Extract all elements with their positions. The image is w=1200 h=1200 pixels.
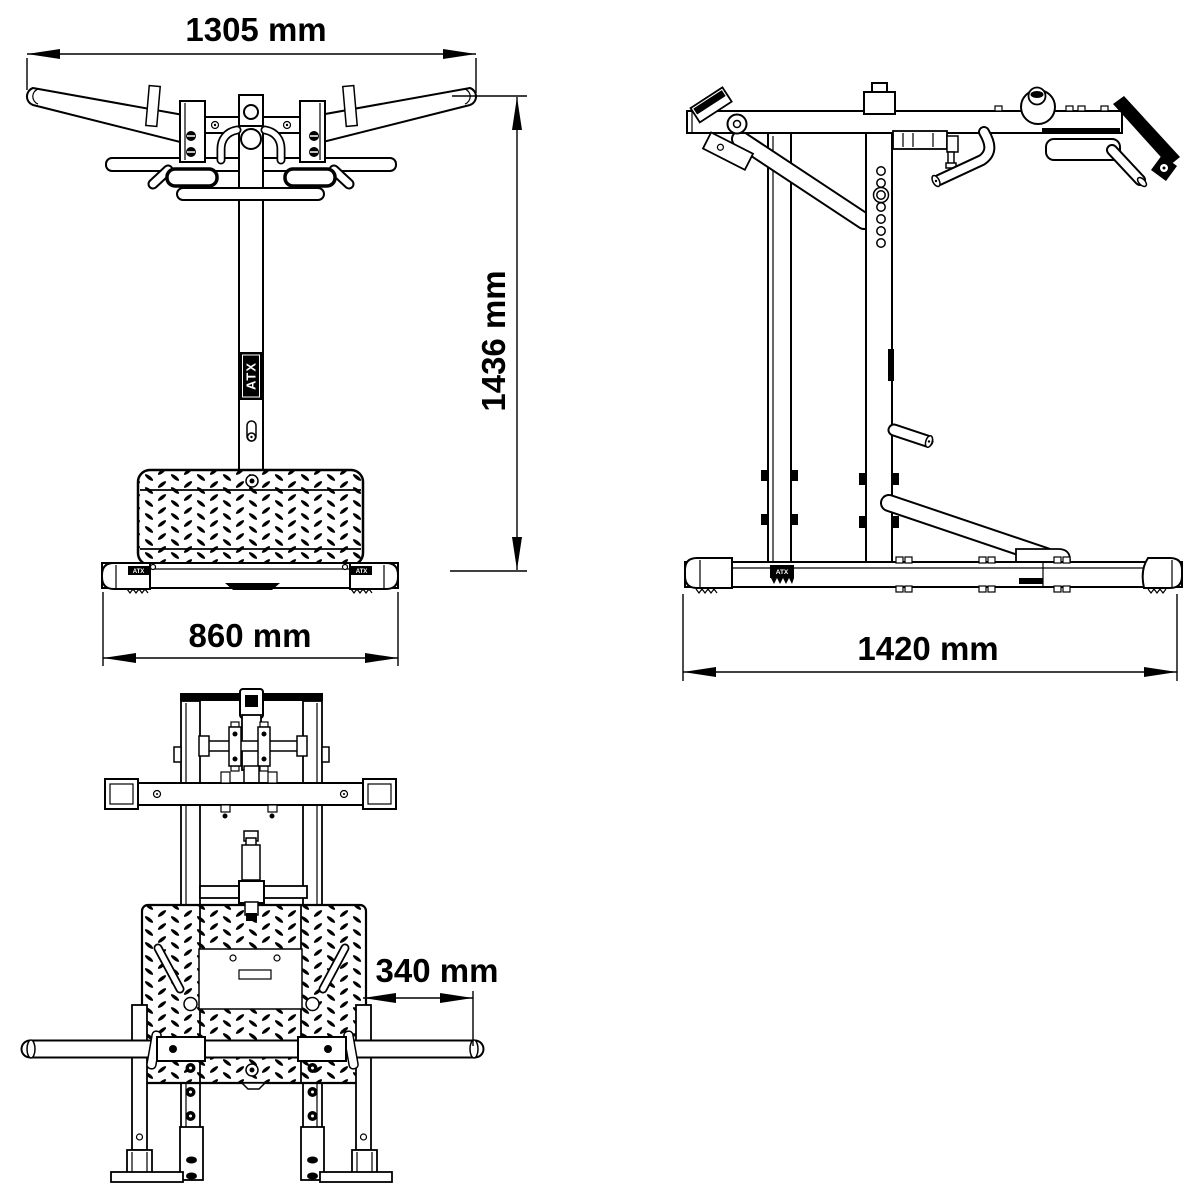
side-foot-peg	[887, 423, 934, 449]
front-left-upright	[179, 100, 206, 163]
dimension-label-340: 340 mm	[376, 952, 499, 989]
top-feet	[110, 1149, 393, 1183]
front-right-upright	[299, 100, 326, 163]
dimension-front-base-width: 860 mm	[102, 592, 399, 666]
top-rail-bolt-left	[183, 996, 198, 1012]
side-column-cap	[863, 82, 896, 115]
side-pivot-bolt-center	[732, 119, 742, 129]
atx-logo-plate: ATX	[240, 352, 262, 400]
side-base-frame: ATX	[684, 556, 1183, 594]
atx-sticker-left: ATX	[133, 569, 145, 575]
dimension-label-1436: 1436 mm	[475, 270, 512, 411]
front-shoulder-pads	[165, 167, 337, 201]
dimension-label-1305: 1305 mm	[185, 11, 326, 48]
side-carriage-clamp	[892, 130, 959, 169]
front-handle-plates	[144, 84, 359, 128]
front-pad-hooks	[216, 125, 286, 165]
top-lever-arm	[198, 714, 308, 785]
dimension-label-860: 860 mm	[189, 617, 312, 654]
front-view: ATX ATX ATX	[26, 84, 477, 594]
side-top-beam	[686, 105, 1123, 134]
front-column-slot	[246, 420, 257, 442]
front-base-frame: ATX ATX	[101, 562, 399, 594]
top-lever-rod	[199, 830, 308, 904]
dimension-side-depth: 1420 mm	[682, 594, 1178, 681]
top-beam	[104, 771, 397, 819]
dimension-front-height: 1436 mm	[450, 95, 527, 572]
side-diagonal-brace	[731, 130, 873, 230]
side-view: ATX	[684, 82, 1183, 594]
side-pivot-plate	[701, 131, 755, 172]
front-side-stubs	[147, 164, 355, 190]
atx-logo-text: ATX	[244, 362, 259, 390]
dimension-foot-bar-offset: 340 mm	[363, 952, 498, 1046]
side-rear-post	[761, 132, 798, 567]
top-lever-stub	[244, 901, 259, 921]
top-view	[20, 688, 485, 1183]
dimension-label-1420: 1420 mm	[857, 630, 998, 667]
top-rail-bolt-right	[305, 996, 320, 1012]
side-roller-pad	[1020, 86, 1056, 125]
top-adjustment-holes	[185, 1063, 318, 1121]
side-release-handle	[931, 126, 996, 188]
atx-sticker-side: ATX	[776, 569, 789, 576]
top-lever-clamp	[239, 688, 264, 719]
top-foot-bar	[20, 1030, 485, 1070]
top-slider-blocks	[135, 1126, 368, 1181]
dimension-front-width: 1305 mm	[26, 11, 477, 93]
front-left-handle	[26, 86, 201, 149]
front-center-column	[238, 94, 264, 471]
atx-sticker-right: ATX	[356, 569, 368, 575]
side-beam-left-end	[689, 86, 733, 124]
front-right-handle	[302, 86, 477, 149]
side-adjustment-holes	[872, 166, 890, 248]
side-head-pad-assembly	[1042, 96, 1180, 188]
front-checker-platform	[136, 468, 365, 567]
